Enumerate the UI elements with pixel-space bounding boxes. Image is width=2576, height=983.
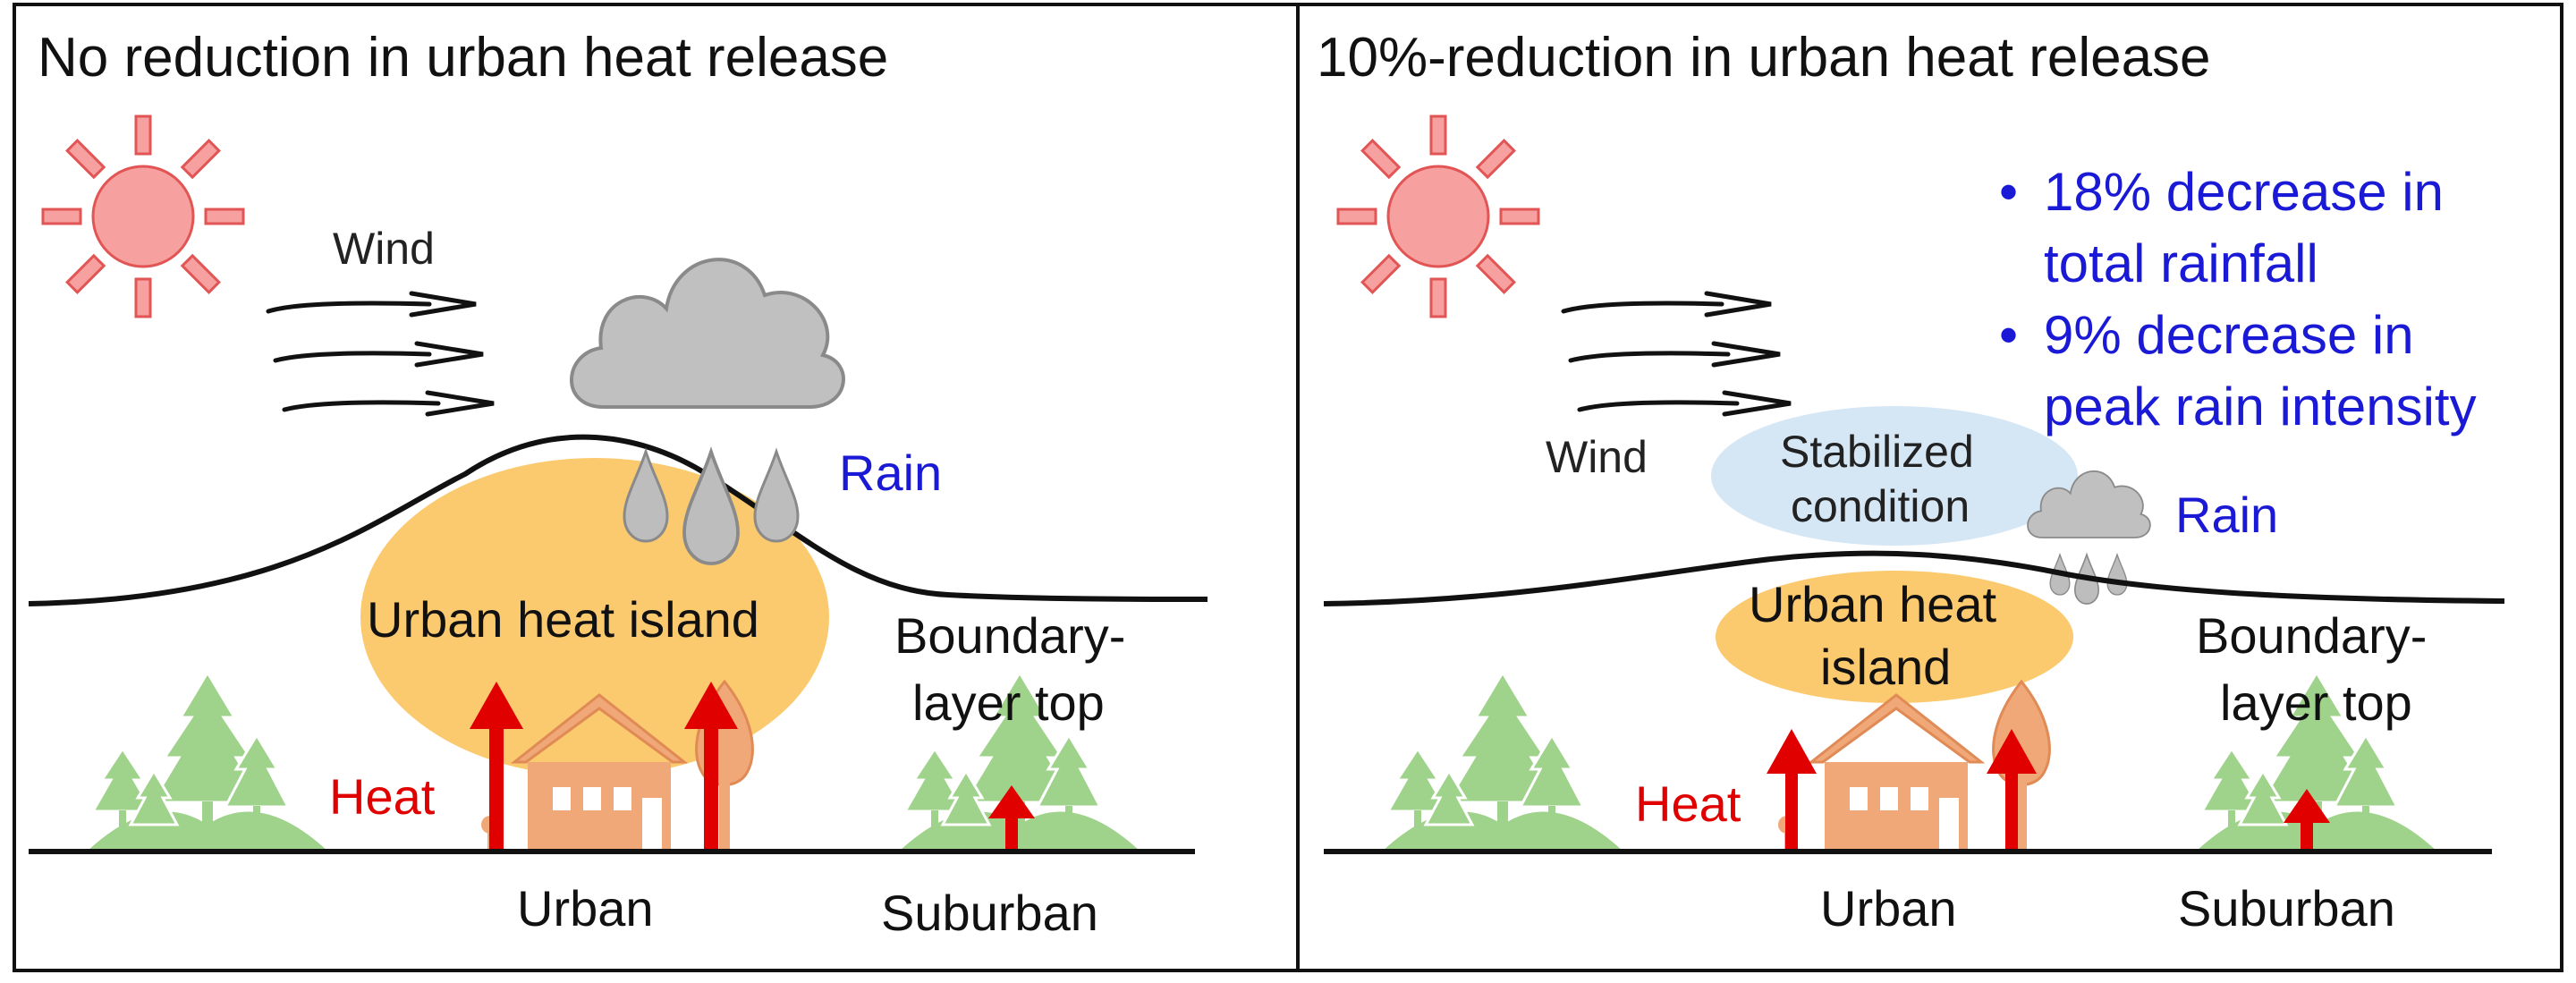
sun-icon [1336,114,1540,318]
boundary-layer-label-line2: layer top [2220,674,2412,731]
wind-label: Wind [1546,432,1648,482]
note-1-line1: 18% decrease in [2044,162,2444,222]
rainfall-change-notes: • 18% decrease in total rainfall • 9% de… [1999,162,2477,436]
stabilized-condition [1711,406,2078,546]
note-1-line2: total rainfall [2044,233,2318,293]
stabilized-label-line2: condition [1791,481,1970,531]
heat-arrows-icon [470,682,1035,852]
boundary-layer-label-line1: Boundary- [2196,607,2427,664]
boundary-layer-curve [28,434,1208,606]
boundary-layer-label-line1: Boundary- [894,607,1125,664]
boundary-layer-curve [1323,550,2505,606]
wind-arrows-icon [266,291,495,417]
left-panel: No reduction in urban heat release Wind … [28,27,1208,941]
note-2-line2: peak rain intensity [2044,377,2477,436]
wind-label: Wind [333,224,435,274]
heat-island-label-line1: Urban heat [1749,576,1997,632]
right-panel-title: 10%-reduction in urban heat release [1317,27,2211,89]
heat-island-label-line2: island [1820,639,1951,695]
heat-arrows-icon [1767,729,2330,852]
note-bullet-1: • [1999,162,2018,222]
heat-island-label: Urban heat island [367,591,759,648]
urban-label: Urban [517,880,654,936]
tree-cluster-left-icon [1380,671,1625,853]
wind-arrows-icon [1561,291,1792,417]
tree-cluster-left-icon [85,671,330,853]
sun-icon [41,114,245,318]
boundary-layer-label-line2: layer top [912,674,1105,731]
right-panel: 10%-reduction in urban heat release Wind… [1317,27,2505,936]
rain-label: Rain [2175,487,2278,543]
suburban-label: Suburban [2178,880,2395,936]
suburban-label: Suburban [881,885,1098,941]
urban-label: Urban [1820,880,1957,936]
urban-heat-island [1716,571,2073,703]
cloud-icon [569,258,845,409]
stabilized-label-line1: Stabilized [1780,427,1974,477]
heat-label: Heat [329,768,436,825]
left-panel-title: No reduction in urban heat release [38,27,888,89]
note-bullet-2: • [1999,305,2018,365]
outer-frame [13,3,2563,972]
note-2-line1: 9% decrease in [2044,305,2414,365]
rain-label: Rain [839,445,942,501]
heat-label: Heat [1635,775,1741,832]
